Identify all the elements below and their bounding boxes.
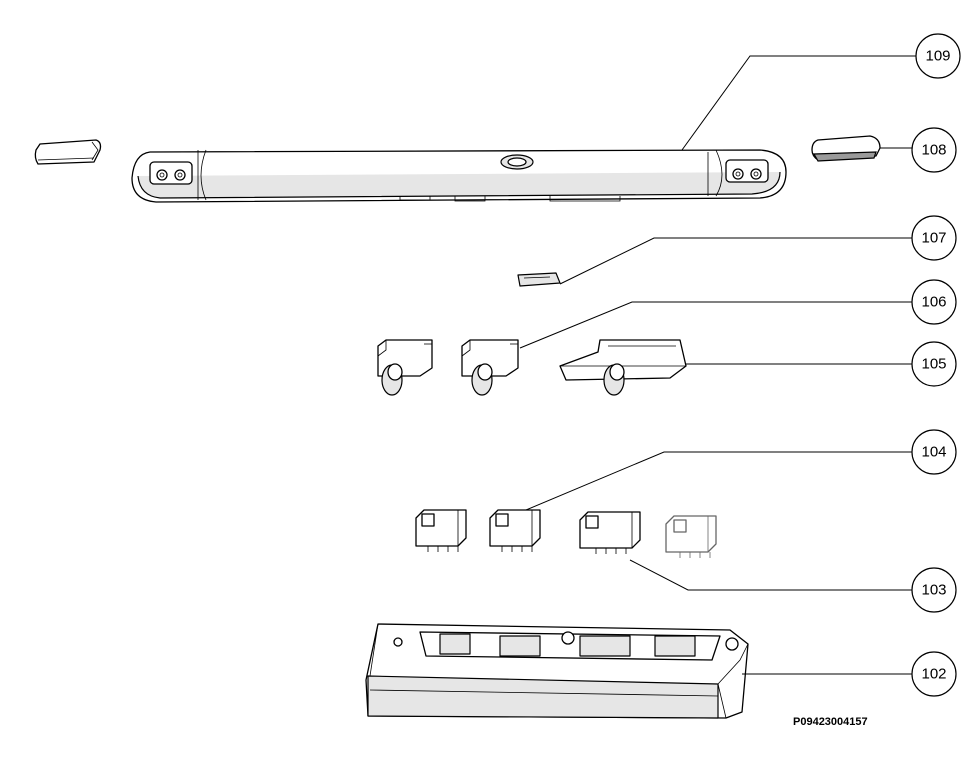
part-109-top-cover [131, 149, 787, 203]
callout-108: 108 [911, 127, 957, 173]
callout-103: 103 [911, 567, 957, 613]
callout-104: 104 [911, 429, 957, 475]
callout-105-label: 105 [921, 356, 946, 373]
callout-108-label: 108 [921, 142, 946, 159]
callout-102-label: 102 [921, 666, 946, 683]
part-104-switch-1 [415, 509, 467, 552]
part-108-end-cap-left [34, 139, 102, 165]
callout-106: 106 [911, 279, 957, 325]
part-108-end-cap-right [811, 135, 881, 162]
callout-109: 109 [915, 33, 961, 79]
callout-107-label: 107 [921, 230, 946, 247]
part-103-switch-3 [579, 511, 641, 554]
leader-lines [519, 55, 916, 675]
callout-102: 102 [911, 651, 957, 697]
part-106-knob-slider-2 [461, 339, 519, 396]
callout-109-label: 109 [925, 48, 950, 65]
callout-103-label: 103 [921, 582, 946, 599]
callout-106-label: 106 [921, 294, 946, 311]
part-107-pad [517, 272, 561, 287]
callout-104-label: 104 [921, 444, 946, 461]
part-104-switch-2 [489, 509, 541, 552]
part-105-knob-slider-long [559, 339, 687, 396]
callout-107: 107 [911, 215, 957, 261]
part-102-base-housing [365, 623, 749, 719]
part-103-switch-4 [665, 515, 717, 558]
part-106-knob-slider-1 [377, 339, 433, 396]
callout-105: 105 [911, 341, 957, 387]
drawing-code: P09423004157 [793, 716, 868, 728]
